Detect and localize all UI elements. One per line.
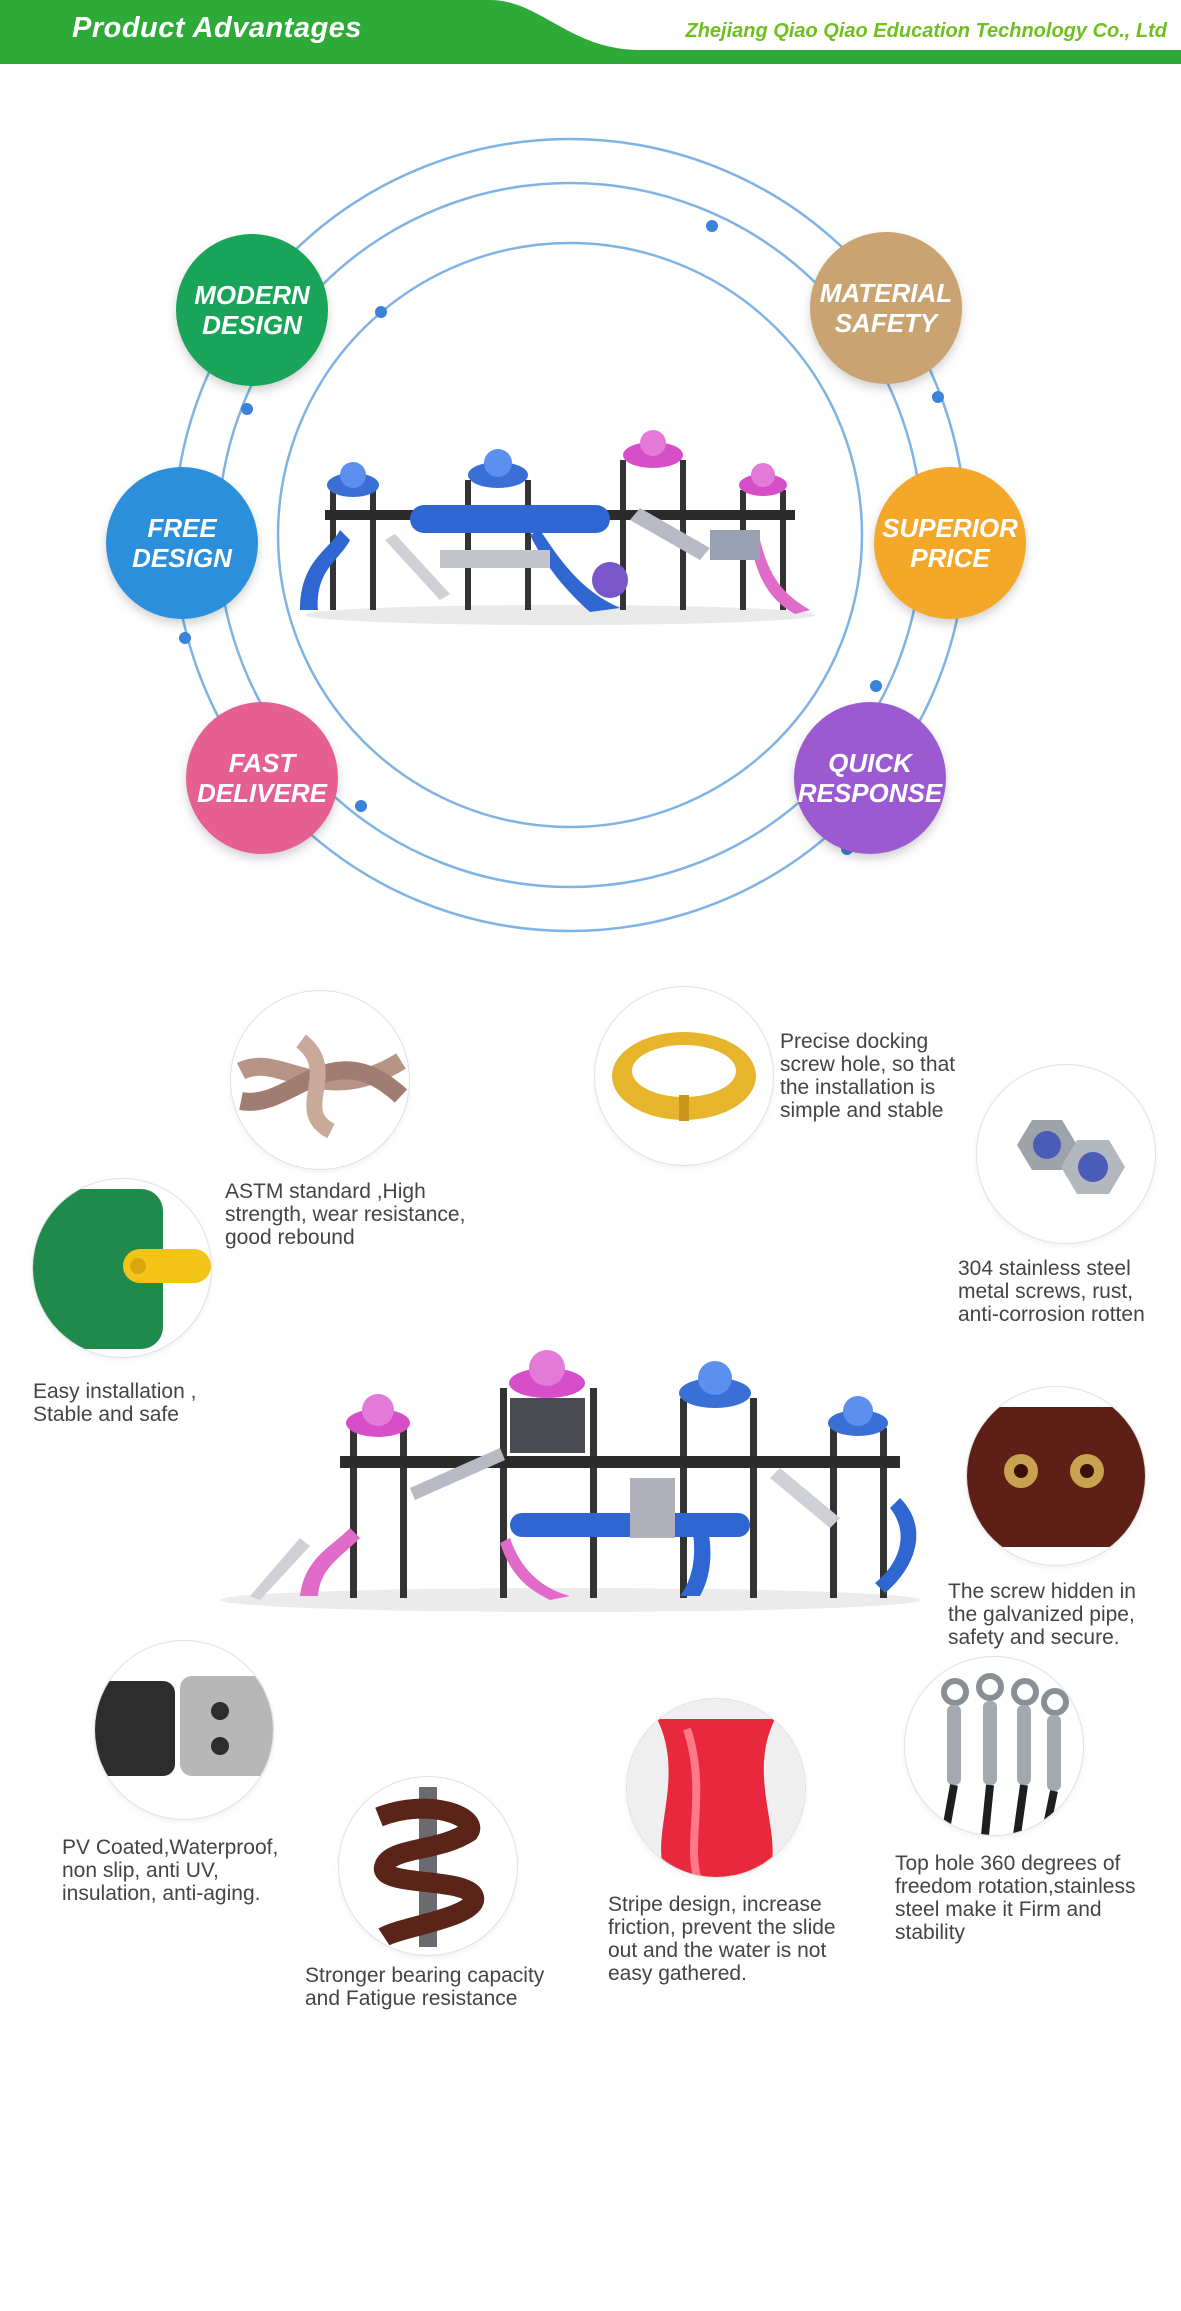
feature-text-screw: The screw hidden in the galvanized pipe,… [948,1580,1136,1649]
coated-chain-icon [95,1676,273,1776]
swivel-hook-icon [941,1673,1069,1835]
feature-image-hook [904,1656,1084,1836]
feature-text-slide: Stripe design, increase friction, preven… [608,1893,836,1985]
feature-text-chain: PV Coated,Waterproof, non slip, anti UV,… [62,1836,279,1905]
hidden-screw-icon [967,1407,1145,1547]
company-name: Zhejiang Qiao Qiao Education Technology … [685,20,1168,42]
feature-image-screw [966,1386,1146,1566]
feature-text-hook: Top hole 360 degrees of freedom rotation… [895,1852,1136,1944]
feature-image-spiral [338,1776,518,1956]
pipe-clamp-icon [612,1032,756,1121]
feature-text-clamp: Precise docking screw hole, so that the … [780,1030,956,1122]
header-title: Product Advantages [72,12,362,44]
feature-image-slide [626,1698,806,1878]
feature-image-clamp [594,986,774,1166]
feature-text-nut: 304 stainless steel metal screws, rust, … [958,1257,1145,1326]
feature-text-spiral: Stronger bearing capacity and Fatigue re… [305,1964,545,2010]
rope-knot-icon [236,1034,408,1139]
slide-surface-icon [627,1699,805,1877]
spiral-slide-icon [374,1787,484,1947]
feature-text-rope: ASTM standard ,High strength, wear resis… [225,1180,466,1249]
feature-text-connector: Easy installation , Stable and safe [33,1380,197,1426]
playground-illustration-bottom [220,1350,920,1612]
playground-illustration-top [300,430,815,625]
feature-image-rope [230,990,410,1170]
feature-image-nut [976,1064,1156,1244]
feature-image-chain [94,1640,274,1820]
panel-connector-icon [33,1189,211,1349]
hex-nut-icon [1017,1120,1125,1194]
header-bar: Product Advantages Zhejiang Qiao Qiao Ed… [0,0,1181,64]
feature-image-connector [32,1178,212,1358]
header-background [0,0,1181,64]
